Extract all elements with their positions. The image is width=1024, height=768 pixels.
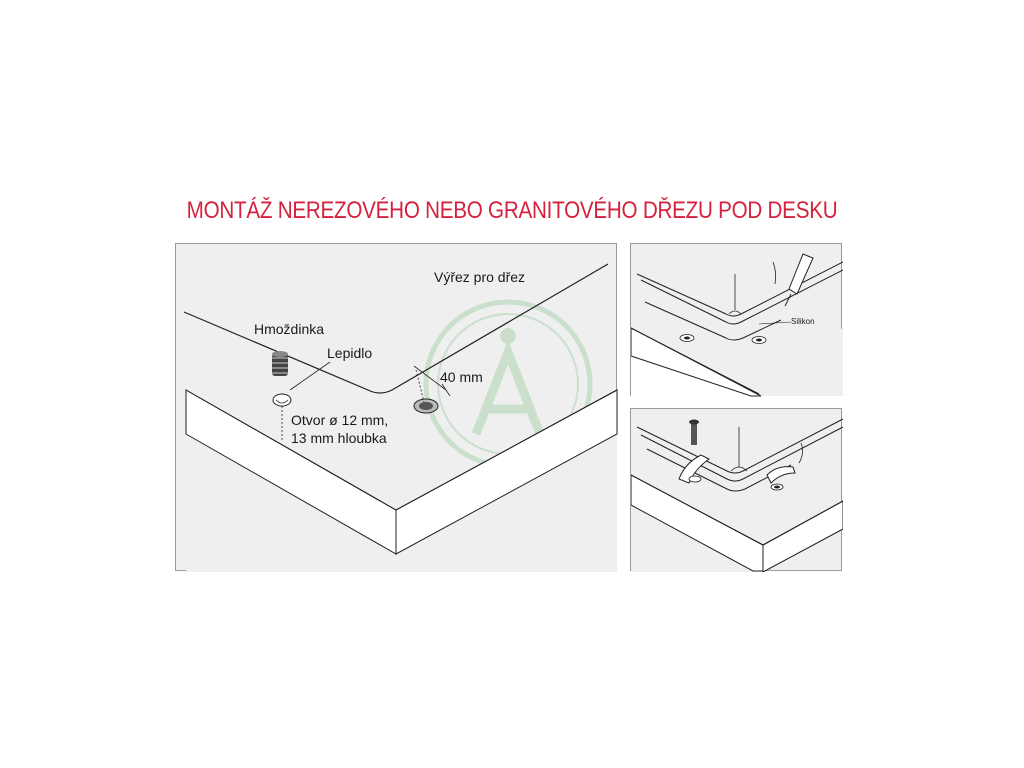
page-title: MONTÁŽ NEREZOVÉHO NEBO GRANITOVÉHO DŘEZU… [186, 197, 838, 224]
cutout-label: Výřez pro dřez [434, 269, 526, 285]
glue-label: Lepidlo [327, 345, 373, 361]
hole-label-line2: 13 mm hloubka [291, 430, 387, 446]
mounting-clamp-icon [766, 466, 796, 491]
anchor-label: Hmoždinka [254, 321, 325, 337]
main-diagram-panel: Výřez pro dřez Hmoždinka Lepidlo 40 mm O… [175, 243, 618, 572]
drill-hole-icon [272, 393, 292, 407]
silicone-step-panel: Silikon [630, 243, 843, 397]
distance-label: 40 mm [440, 369, 483, 385]
clamp-step-panel [630, 408, 843, 572]
screw-icon [689, 419, 699, 445]
silicone-label: Silikon [791, 317, 815, 326]
hole-label-line1: Otvor ø 12 mm, [291, 412, 389, 428]
anchor-icon [272, 351, 288, 376]
silicone-illustration [631, 253, 843, 397]
countertop-illustration [183, 263, 618, 572]
silicone-gun-icon [772, 253, 814, 307]
installed-anchor-icon [413, 398, 439, 414]
mounting-clamp-icon [678, 454, 710, 484]
clamp-illustration [631, 418, 843, 572]
